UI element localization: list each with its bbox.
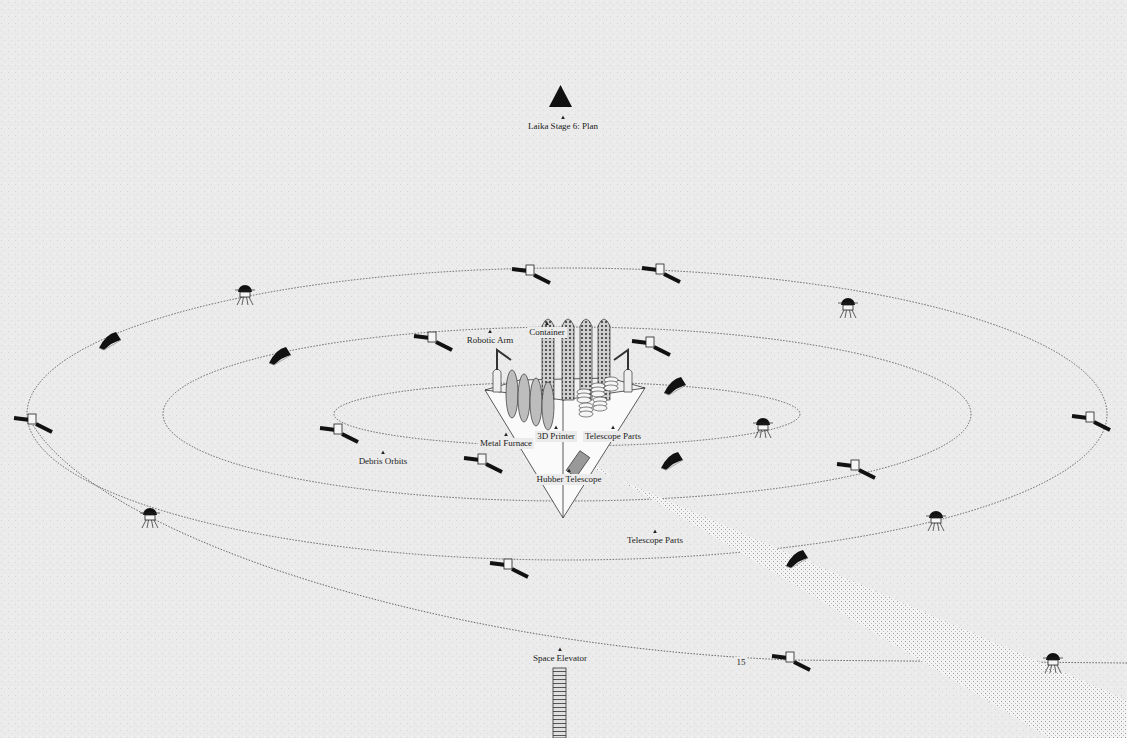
part-label: Debris Orbits [357, 456, 410, 467]
part-label: Robotic Arm [465, 335, 516, 346]
satellite [837, 460, 875, 478]
pointer-tick [567, 469, 571, 473]
satellite [1072, 412, 1110, 430]
satellite [838, 298, 858, 318]
robotic-arm [497, 350, 511, 370]
debris-orbits [27, 268, 1127, 663]
pointer-tick [381, 451, 385, 455]
printer-stack [591, 391, 605, 397]
pointer-tick [504, 433, 508, 437]
pointer-tick [561, 116, 565, 120]
pointer-tick [488, 330, 492, 334]
space-elevator [553, 668, 566, 738]
satellite [320, 424, 358, 442]
satellite [99, 332, 121, 350]
metal-furnace [530, 378, 542, 426]
printer-stack [577, 397, 591, 403]
metal-furnace [542, 382, 554, 430]
robotic-arm [614, 350, 628, 370]
telescope-beam [576, 454, 1127, 738]
part-label: Metal Furnace [478, 438, 534, 449]
part-label: Laika Stage 6: Plan [526, 121, 600, 132]
stage-marker [549, 85, 572, 107]
satellite [490, 559, 528, 577]
robotic-arm-base [493, 369, 501, 392]
robotic-arm-base [624, 369, 632, 392]
pointer-tick [554, 426, 558, 430]
printer-stack [604, 385, 618, 391]
satellite [661, 452, 683, 470]
part-label: Telescope Parts [583, 431, 643, 442]
satellite [926, 511, 946, 531]
satellite [512, 265, 550, 283]
satellite [1043, 653, 1063, 673]
satellite [464, 454, 502, 472]
metal-furnace [518, 374, 530, 422]
part-label: 3D Printer [535, 431, 577, 442]
metal-furnace [506, 370, 518, 418]
container [580, 319, 592, 400]
part-label: Telescope Parts [625, 535, 685, 546]
pointer-tick [545, 322, 549, 326]
satellite [140, 508, 160, 528]
pointer-tick [653, 530, 657, 534]
satellite [14, 414, 52, 432]
pointer-tick [558, 648, 562, 652]
part-label: Hubber Telescope [535, 474, 604, 485]
callout-number: 15 [735, 657, 748, 668]
satellite [642, 264, 680, 282]
printer-stack [579, 411, 593, 417]
satellite [753, 418, 773, 438]
satellite [772, 652, 810, 670]
satellite [786, 550, 808, 568]
part-label: Container [527, 327, 567, 338]
satellite [632, 337, 670, 355]
satellite [414, 332, 452, 350]
part-label: Space Elevator [531, 653, 589, 664]
satellite [269, 347, 291, 365]
printer-stack [593, 405, 607, 411]
pointer-tick [611, 426, 615, 430]
satellite [235, 285, 255, 305]
satellite [664, 377, 686, 395]
